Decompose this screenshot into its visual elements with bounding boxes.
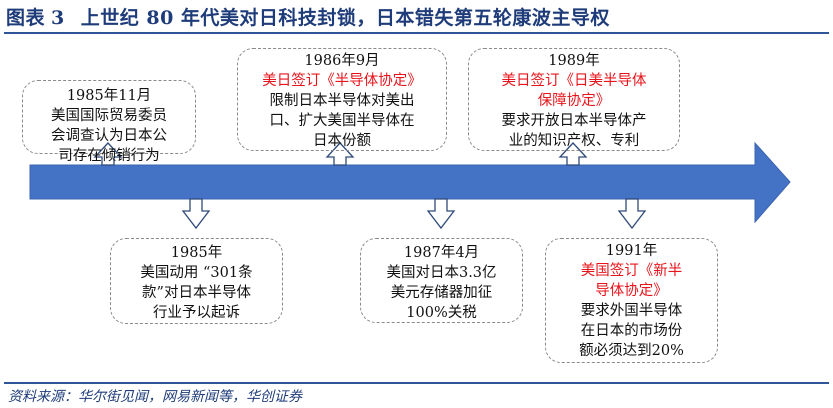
event-date: 1989年 [548, 53, 600, 69]
down-arrow-icon [181, 198, 211, 230]
event-desc: 在日本的市场份 [580, 323, 683, 339]
event-desc: 业的知识产权、专利 [508, 133, 640, 149]
event-date: 1986年9月 [304, 53, 380, 69]
event-desc: 口、扩大美国半导体在 [269, 113, 415, 129]
event-desc: 限制日本半导体对美出 [269, 93, 415, 109]
up-arrow-icon [93, 142, 123, 166]
event-highlight: 导体协定》 [595, 283, 668, 299]
event-desc: 行业予以起诉 [153, 305, 240, 321]
event-desc: 美元存储器加征 [390, 285, 493, 301]
figure-number: 3 [51, 7, 65, 29]
title-divider [4, 32, 829, 34]
event-highlight: 美国签订《新半 [580, 263, 683, 279]
event-desc: 会调查认为日本公 [51, 128, 167, 144]
event-box-1987-04: 1987年4月 美国对日本3.3亿 美元存储器加征 100%关税 [360, 238, 523, 323]
event-highlight: 保障协定》 [537, 93, 611, 109]
event-date: 1985年 [170, 245, 223, 261]
figure-label: 图表 [6, 7, 46, 29]
event-desc: 司存在倾销行为 [58, 148, 160, 164]
down-arrow-icon [617, 198, 647, 230]
event-desc: 美国对日本3.3亿 [386, 265, 497, 281]
event-box-1985-11: 1985年11月 美国国际贸易委员 会调查认为日本公 司存在倾销行为 [22, 80, 196, 164]
event-date: 1991年 [605, 243, 658, 259]
timeline-arrow [29, 141, 791, 224]
footer-divider [4, 382, 829, 384]
event-desc: 要求开放日本半导体产 [501, 113, 647, 129]
event-desc: 要求外国半导体 [580, 303, 683, 319]
figure-title-text: 上世纪 80 年代美对日科技封锁，日本错失第五轮康波主导权 [80, 7, 610, 29]
event-box-1989: 1989年 美日签订《日美半导体 保障协定》 要求开放日本半导体产 业的知识产权… [468, 48, 680, 151]
event-box-1991: 1991年 美国签订《新半 导体协定》 要求外国半导体 在日本的市场份 额必须达… [545, 238, 718, 363]
down-arrow-icon [426, 198, 456, 230]
event-desc: 日本份额 [313, 133, 371, 149]
event-box-1985: 1985年 美国动用 “301条 款”对日本半导体 行业予以起诉 [110, 238, 283, 324]
event-date: 1985年11月 [66, 88, 152, 104]
event-highlight: 美日签订《日美半导体 [501, 73, 647, 89]
event-desc: 额必须达到20% [579, 343, 684, 359]
event-desc: 100%关税 [406, 305, 477, 321]
event-highlight: 美日签订《半导体协定》 [262, 73, 422, 89]
event-desc: 美国国际贸易委员 [51, 108, 167, 124]
event-desc: 款”对日本半导体 [142, 285, 251, 301]
event-desc: 美国动用 “301条 [140, 265, 253, 281]
event-box-1986-09: 1986年9月 美日签订《半导体协定》 限制日本半导体对美出 口、扩大美国半导体… [237, 48, 447, 151]
event-date: 1987年4月 [403, 245, 480, 261]
source-note: 资料来源：华尔街见闻，网易新闻等，华创证券 [8, 389, 302, 405]
